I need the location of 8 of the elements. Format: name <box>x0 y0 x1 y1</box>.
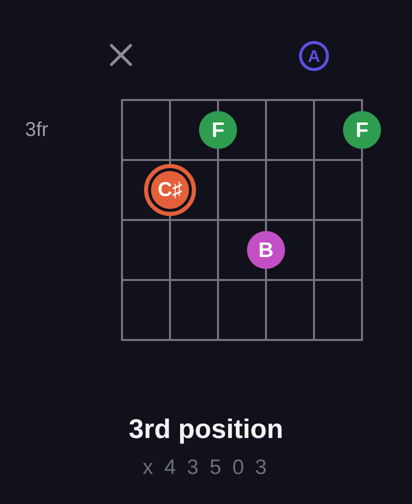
root-note-marker: C♯ <box>144 164 196 216</box>
fret-number: 3fr <box>25 119 48 141</box>
note-marker: F <box>343 111 381 149</box>
open-string-marker: A <box>299 41 329 71</box>
note-marker: F <box>199 111 237 149</box>
chord-title: 3rd position <box>128 413 284 445</box>
note-marker: B <box>247 231 285 269</box>
fingering-caption: x 4 3 5 0 3 <box>142 455 270 481</box>
